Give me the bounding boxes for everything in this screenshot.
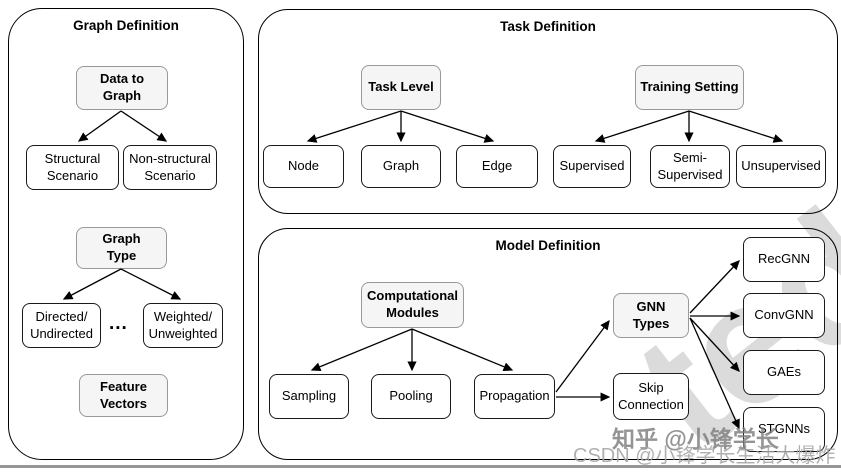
panel-model-definition: Model Definition: [258, 228, 838, 460]
node-stgnns: STGNNs: [743, 407, 825, 452]
node-task-node: Node: [263, 145, 344, 188]
panel-task-definition: Task Definition: [258, 9, 838, 214]
node-recgnn: RecGNN: [743, 237, 825, 282]
node-skip-connection: Skip Connection: [613, 373, 689, 420]
bottom-divider-bar: [0, 465, 841, 468]
panel-title-graph-definition: Graph Definition: [73, 18, 179, 33]
panel-title-model-definition: Model Definition: [495, 238, 601, 253]
node-supervised: Supervised: [553, 145, 631, 188]
node-task-graph: Graph: [361, 145, 441, 188]
ellipsis-more-graph-types: ...: [109, 313, 128, 334]
zhihu-watermark: 知乎 @小锋学长: [612, 426, 779, 452]
node-pooling: Pooling: [371, 374, 451, 419]
node-graph-type: Graph Type: [76, 227, 167, 269]
node-task-edge: Edge: [456, 145, 538, 188]
node-gnn-types: GNN Types: [613, 293, 689, 338]
node-structural-scenario: Structural Scenario: [26, 145, 119, 190]
node-propagation: Propagation: [474, 374, 555, 419]
node-gaes: GAEs: [743, 350, 825, 395]
node-convgnn: ConvGNN: [743, 293, 825, 338]
node-non-structural-scenario: Non-structural Scenario: [123, 145, 217, 190]
node-unsupervised: Unsupervised: [736, 145, 826, 188]
node-sampling: Sampling: [269, 374, 349, 419]
node-directed-undirected: Directed/ Undirected: [22, 303, 101, 348]
node-data-to-graph: Data to Graph: [76, 66, 168, 110]
panel-graph-definition: Graph Definition: [8, 8, 244, 460]
csdn-watermark: CSDN @小锋学长生活大爆炸: [573, 445, 836, 467]
node-task-level: Task Level: [361, 65, 441, 110]
node-weighted-unweighted: Weighted/ Unweighted: [143, 303, 223, 348]
node-feature-vectors: Feature Vectors: [79, 374, 168, 417]
node-computational-modules: Computational Modules: [361, 282, 464, 328]
node-training-setting: Training Setting: [635, 65, 744, 110]
panel-title-task-definition: Task Definition: [500, 19, 596, 34]
node-semi-supervised: Semi- Supervised: [650, 145, 730, 188]
